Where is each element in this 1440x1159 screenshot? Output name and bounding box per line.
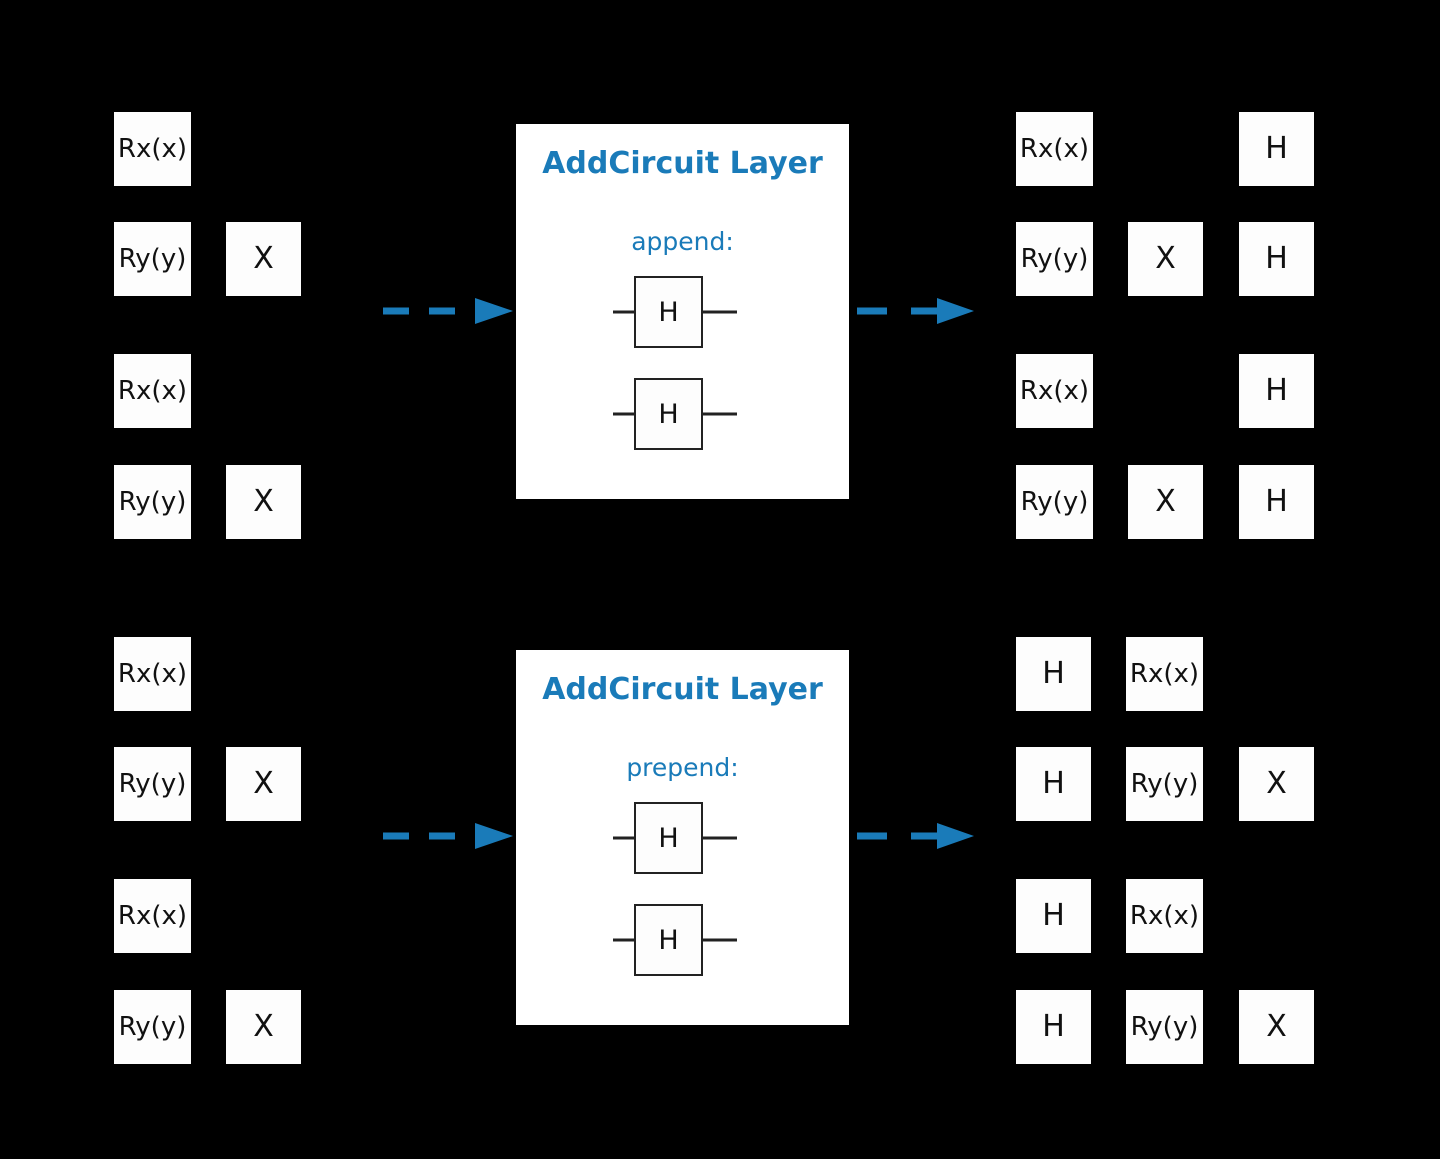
wire-left — [613, 938, 635, 942]
arrow-right-dashed-icon — [857, 296, 974, 326]
gate-h: H — [634, 378, 703, 450]
gate-x: X — [1239, 990, 1314, 1064]
wire-left — [613, 412, 635, 416]
gate-x: X — [226, 465, 301, 539]
gate-ry: Ry(y) — [1126, 747, 1203, 821]
gate-rx: Rx(x) — [1126, 637, 1203, 711]
gate-x: X — [1128, 222, 1203, 296]
gate-rx: Rx(x) — [114, 637, 191, 711]
gate-h: H — [1239, 465, 1314, 539]
panel-inner-gate-row: H — [613, 378, 737, 450]
addcircuit-layer-panel: AddCircuit Layer prepend: H H — [516, 650, 849, 1025]
panel-inner-gate-row: H — [613, 802, 737, 874]
gate-rx: Rx(x) — [1126, 879, 1203, 953]
arrow-right-dashed-icon — [383, 296, 513, 326]
addcircuit-layer-panel: AddCircuit Layer append: H H — [516, 124, 849, 499]
arrow-right-dashed-icon — [383, 821, 513, 851]
wire-left — [613, 310, 635, 314]
wire-right — [703, 938, 737, 942]
gate-h: H — [1239, 354, 1314, 428]
panel-mode-label: append: — [631, 227, 734, 256]
wire-left — [613, 836, 635, 840]
gate-h: H — [1016, 747, 1091, 821]
wire-right — [703, 310, 737, 314]
gate-ry: Ry(y) — [114, 465, 191, 539]
gate-ry: Ry(y) — [1016, 222, 1093, 296]
panel-inner-gate-row: H — [613, 904, 737, 976]
wire-right — [703, 412, 737, 416]
gate-x: X — [1128, 465, 1203, 539]
gate-h: H — [1016, 990, 1091, 1064]
panel-mode-label: prepend: — [626, 753, 739, 782]
arrow-right-dashed-icon — [857, 821, 974, 851]
gate-rx: Rx(x) — [114, 879, 191, 953]
gate-h: H — [634, 802, 703, 874]
gate-x: X — [1239, 747, 1314, 821]
gate-ry: Ry(y) — [114, 990, 191, 1064]
gate-ry: Ry(y) — [114, 222, 191, 296]
gate-ry: Ry(y) — [1016, 465, 1093, 539]
gate-ry: Ry(y) — [1126, 990, 1203, 1064]
gate-h: H — [1016, 637, 1091, 711]
panel-title: AddCircuit Layer — [542, 146, 823, 181]
gate-h: H — [634, 276, 703, 348]
panel-inner-gate-row: H — [613, 276, 737, 348]
gate-h: H — [1239, 222, 1314, 296]
gate-h: H — [1239, 112, 1314, 186]
gate-x: X — [226, 747, 301, 821]
gate-h: H — [634, 904, 703, 976]
gate-rx: Rx(x) — [1016, 112, 1093, 186]
gate-rx: Rx(x) — [114, 354, 191, 428]
gate-ry: Ry(y) — [114, 747, 191, 821]
panel-title: AddCircuit Layer — [542, 672, 823, 707]
wire-right — [703, 836, 737, 840]
gate-rx: Rx(x) — [1016, 354, 1093, 428]
gate-h: H — [1016, 879, 1091, 953]
gate-rx: Rx(x) — [114, 112, 191, 186]
gate-x: X — [226, 990, 301, 1064]
gate-x: X — [226, 222, 301, 296]
